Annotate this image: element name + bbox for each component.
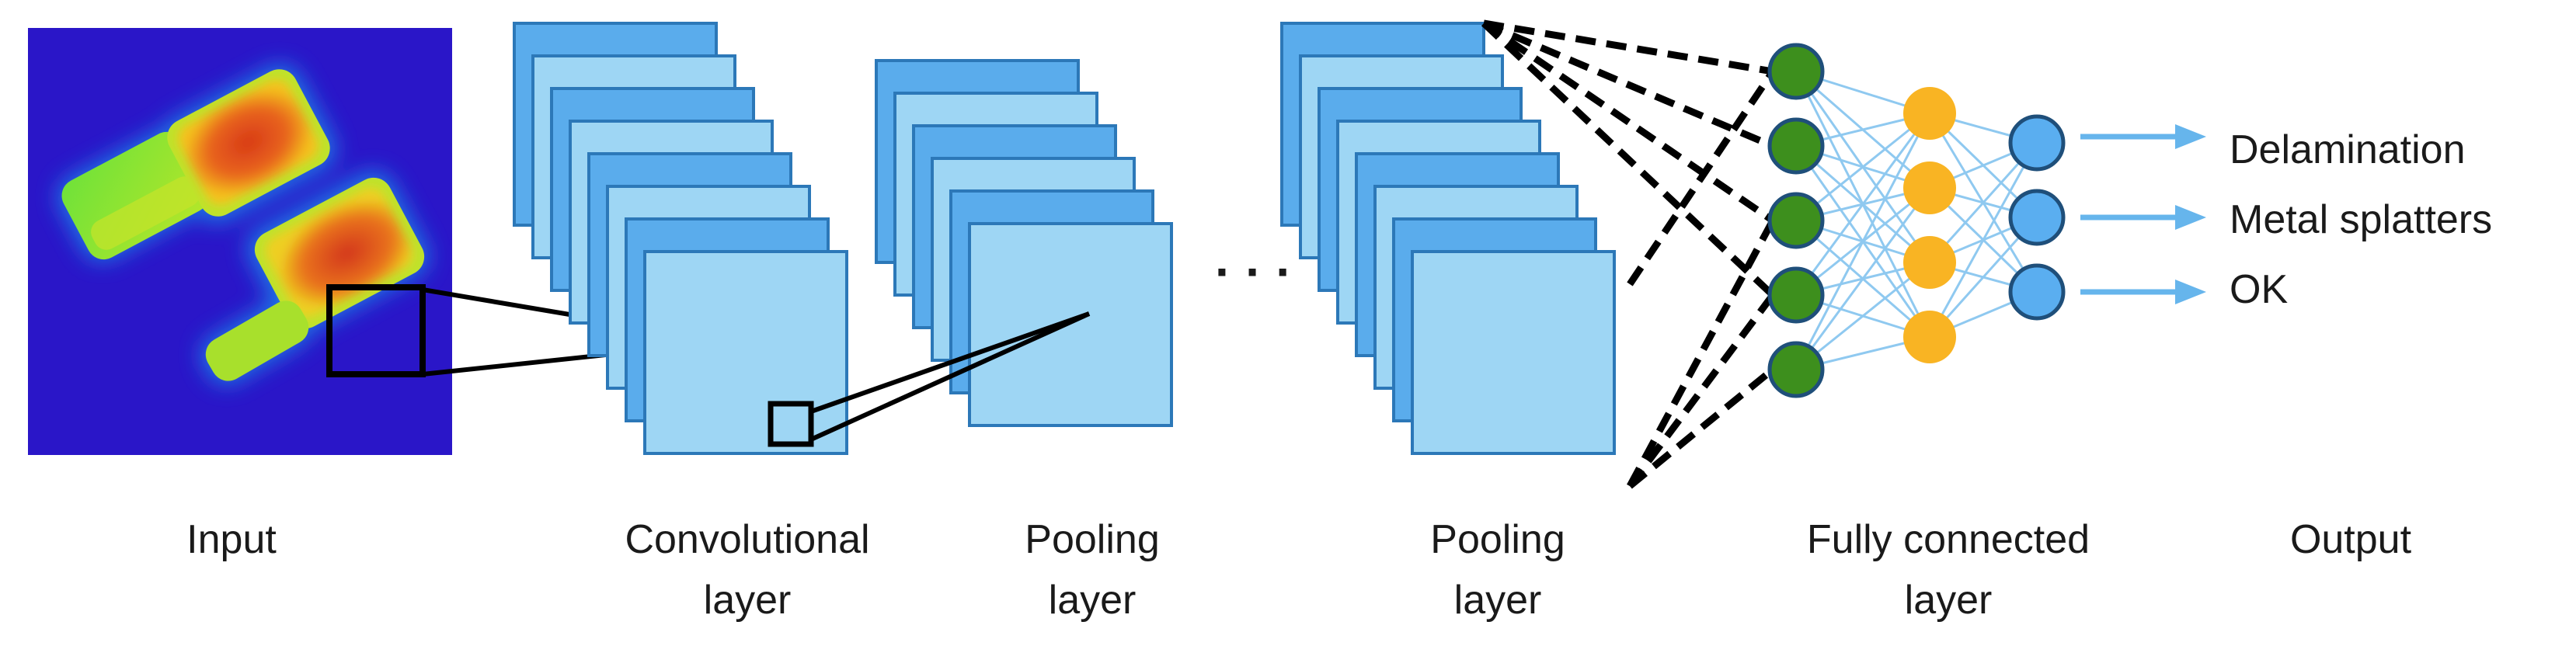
fc-edge-0-4-2 bbox=[1795, 261, 1930, 371]
conv-feature-map-8 bbox=[643, 250, 848, 455]
component-top-hot bbox=[167, 69, 330, 217]
fc-node-1-2 bbox=[1903, 236, 1956, 289]
fc-edge-0-4-0 bbox=[1794, 113, 1931, 370]
projection-line-conv-top bbox=[810, 311, 1090, 414]
pooling-feature-maps-1 bbox=[875, 59, 1173, 427]
projection-line-conv-bottom bbox=[809, 311, 1091, 442]
component-left bbox=[61, 131, 209, 260]
ellipsis: · · · bbox=[1215, 244, 1293, 300]
flatten-connections bbox=[1481, 19, 1776, 489]
caption-conv-line2: layer bbox=[704, 578, 792, 623]
output-arrow-head-1 bbox=[2175, 124, 2206, 149]
fc-node-1-1 bbox=[1903, 162, 1956, 214]
fc-edge-0-3-0 bbox=[1794, 113, 1931, 296]
fc-node-1-0 bbox=[1903, 87, 1956, 140]
output-label-metal-splatters: Metal splatters bbox=[2230, 197, 2492, 242]
flatten-line-7 bbox=[1627, 218, 1776, 488]
flatten-line-3 bbox=[1481, 20, 1775, 224]
fc-edge-0-2-0 bbox=[1795, 112, 1930, 222]
fc-node-0-2 bbox=[1767, 192, 1825, 249]
caption-output: Output bbox=[2290, 517, 2412, 562]
flatten-line-4 bbox=[1481, 20, 1776, 298]
pool2-feature-map-8 bbox=[1411, 250, 1616, 455]
fc-edge-1-3-0 bbox=[1928, 142, 2038, 338]
caption-fc-line2: layer bbox=[1905, 578, 1993, 623]
fc-node-1-3 bbox=[1903, 311, 1956, 363]
fc-node-2-0 bbox=[2008, 114, 2066, 172]
fc-node-2-1 bbox=[2008, 189, 2066, 246]
caption-pool1-line2: layer bbox=[1049, 578, 1137, 623]
input-thermal-image bbox=[28, 28, 452, 455]
caption-pool1-line1: Pooling bbox=[1025, 517, 1159, 562]
caption-input: Input bbox=[186, 517, 277, 562]
caption-pool2-line2: layer bbox=[1454, 578, 1542, 623]
output-label-ok: OK bbox=[2230, 267, 2288, 312]
flatten-line-6 bbox=[1627, 366, 1775, 489]
fc-node-0-3 bbox=[1767, 266, 1825, 324]
output-label-delamination: Delamination bbox=[2230, 127, 2466, 172]
fc-node-0-0 bbox=[1767, 43, 1825, 100]
caption-conv-line1: Convolutional bbox=[625, 517, 869, 562]
conv-receptive-field bbox=[768, 401, 814, 447]
pooling-feature-maps-2 bbox=[1280, 22, 1616, 455]
flatten-line-5 bbox=[1627, 69, 1776, 287]
fc-node-2-2 bbox=[2008, 263, 2066, 321]
convolutional-feature-maps bbox=[513, 22, 848, 455]
output-arrows bbox=[2080, 124, 2206, 304]
output-arrow-head-3 bbox=[2175, 280, 2206, 304]
flatten-line-1 bbox=[1483, 19, 1774, 75]
output-arrow-head-2 bbox=[2175, 205, 2206, 230]
input-receptive-field bbox=[326, 284, 426, 377]
flatten-line-8 bbox=[1627, 293, 1776, 488]
fc-node-0-4 bbox=[1767, 341, 1825, 398]
fc-node-0-1 bbox=[1767, 117, 1825, 175]
component-right-hot bbox=[254, 177, 425, 329]
caption-fc-line1: Fully connected bbox=[1807, 517, 2090, 562]
fc-nodes bbox=[1767, 43, 2066, 398]
fc-edge-0-4-1 bbox=[1794, 187, 1931, 370]
flatten-line-2 bbox=[1482, 19, 1774, 150]
component-small bbox=[205, 300, 309, 381]
caption-pool2-line1: Pooling bbox=[1430, 517, 1565, 562]
